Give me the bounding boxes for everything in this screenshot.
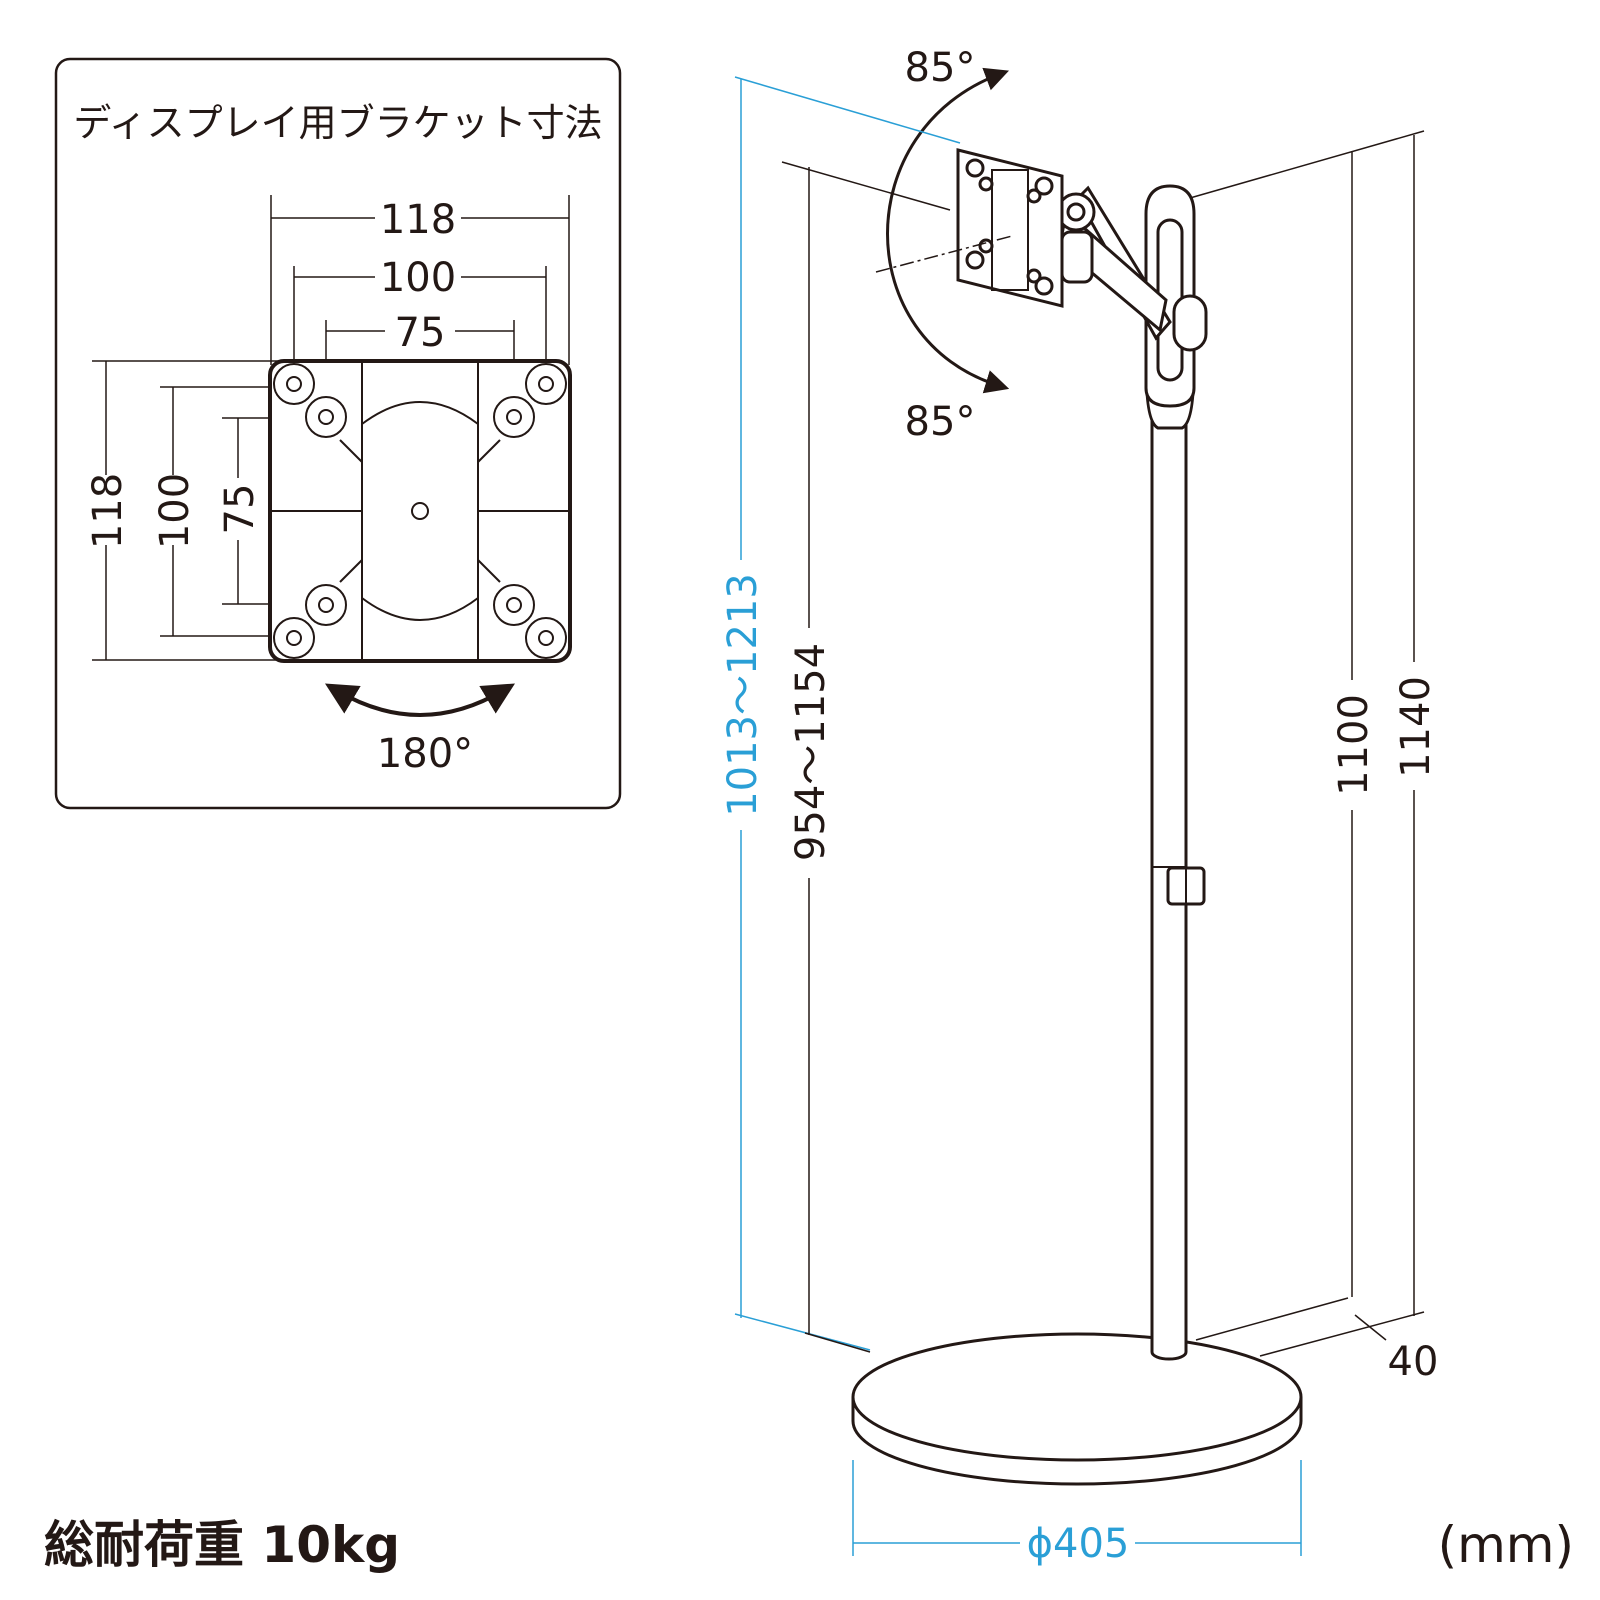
right-height-dimensions	[1189, 130, 1425, 1357]
bracket-title: ディスプレイ用ブラケット寸法	[73, 101, 602, 145]
tilt-up-label: 85°	[905, 45, 976, 91]
load-capacity: 総耐荷重 10kg	[44, 1516, 400, 1574]
base-diameter-dimension	[852, 1460, 1302, 1556]
bracket-width-118: 118	[380, 197, 456, 243]
pole-height: 1100	[1331, 694, 1377, 796]
center-height-range: 1013～1213	[720, 573, 766, 817]
tilt-axis-line	[875, 235, 1013, 273]
base-thickness: 40	[1388, 1339, 1439, 1385]
unit-label: (mm)	[1438, 1516, 1574, 1574]
stand-upper-joint	[1144, 184, 1208, 430]
stand-pole	[1150, 418, 1206, 1361]
stand-arm	[1056, 185, 1172, 341]
vesa-head	[956, 148, 1064, 308]
bracket-width-100: 100	[380, 255, 456, 301]
stand-base	[851, 1332, 1303, 1486]
total-height: 1140	[1393, 676, 1439, 778]
bracket-inset-panel: ディスプレイ用ブラケット寸法 118 100 75	[54, 57, 622, 810]
bottom-height-range: 954～1154	[788, 643, 834, 861]
tilt-arrow-icon	[886, 67, 1010, 394]
base-diameter: ϕ405	[1027, 1521, 1130, 1567]
rotation-arrow-icon	[324, 683, 516, 717]
bracket-height-100: 100	[152, 473, 198, 549]
bracket-plate	[268, 359, 572, 663]
bracket-width-75: 75	[395, 310, 446, 356]
bracket-height-75: 75	[217, 484, 263, 535]
bracket-height-118: 118	[85, 473, 131, 549]
bracket-rotation-label: 180°	[377, 731, 473, 777]
tilt-down-label: 85°	[905, 399, 976, 445]
left-height-dimensions	[734, 76, 961, 1353]
bracket-screw-holes	[273, 363, 567, 659]
